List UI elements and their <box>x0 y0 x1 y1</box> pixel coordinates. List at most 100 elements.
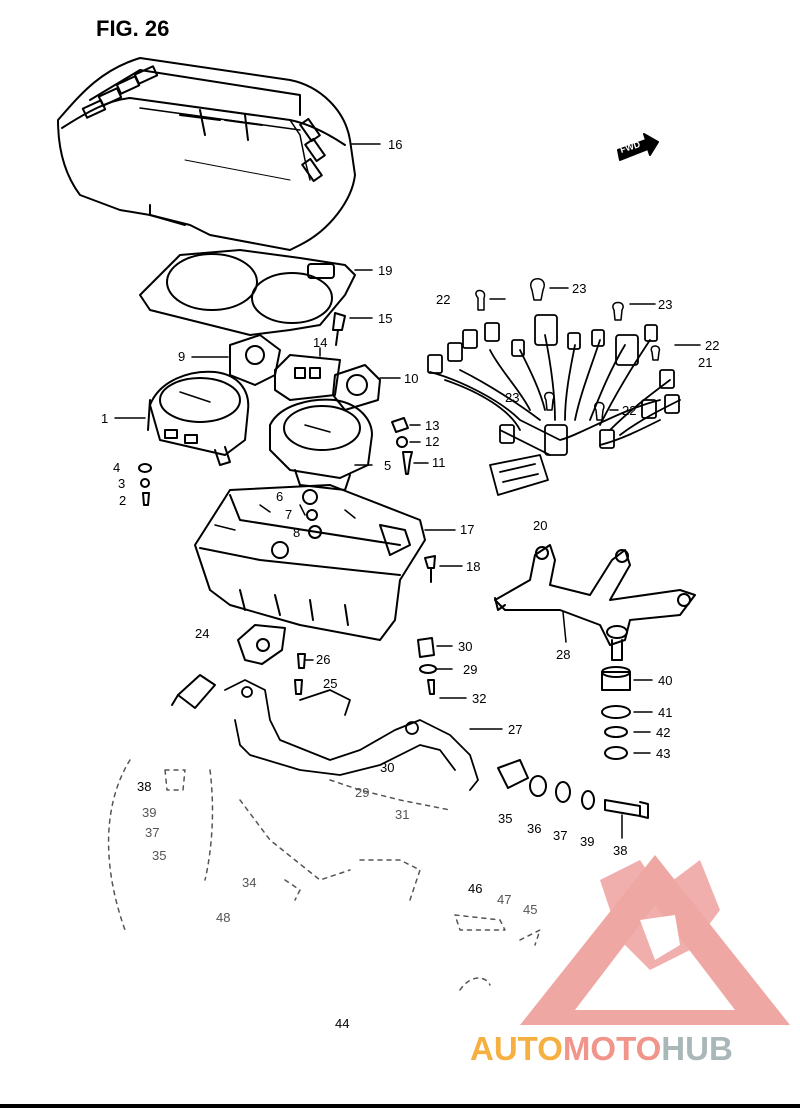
callout-45: 45 <box>523 902 538 917</box>
callout-41: 41 <box>658 705 673 720</box>
part-10-gauge <box>332 364 381 411</box>
callout-11: 11 <box>432 455 446 470</box>
fwd-arrow-icon <box>617 133 659 161</box>
bottom-border <box>0 1104 800 1108</box>
callout-7: 7 <box>285 507 293 522</box>
callout-4: 4 <box>113 460 121 475</box>
callout-27: 27 <box>508 722 523 737</box>
callout-38a: 38 <box>137 779 152 794</box>
callout-39b: 39 <box>580 834 595 849</box>
callout-39a: 39 <box>142 805 157 820</box>
part-28-mounting-bracket <box>494 544 696 661</box>
callout-22a: 22 <box>436 292 451 307</box>
callout-25: 25 <box>323 676 338 691</box>
callout-23a: 23 <box>572 281 587 296</box>
part-3-nut <box>140 478 150 488</box>
watermark-part-auto: AUTO <box>470 1030 563 1067</box>
callout-22b: 22 <box>705 338 720 353</box>
callout-18: 18 <box>466 559 481 574</box>
wiring-harness <box>427 314 681 496</box>
part-19-gasket <box>139 249 356 336</box>
callout-1: 1 <box>101 411 109 426</box>
callout-36: 36 <box>527 821 542 836</box>
connector-plug <box>171 674 216 709</box>
part-26-screw <box>297 653 306 669</box>
part-2-screw <box>142 492 150 506</box>
part-30-grommet <box>417 637 435 658</box>
page-number: 44 <box>335 1016 350 1031</box>
callout-15: 15 <box>378 311 393 326</box>
callout-22c: 22 <box>622 403 637 418</box>
callout-17: 17 <box>460 522 475 537</box>
watermark-part-hub: HUB <box>661 1030 733 1067</box>
part-1-speedometer <box>147 370 250 466</box>
part-32-bolt <box>427 679 435 695</box>
part-41-collar <box>601 705 631 719</box>
part-43-nut <box>604 746 628 760</box>
callout-28: 28 <box>556 647 571 662</box>
watermark-logo-icon <box>520 855 790 1025</box>
callout-37b: 37 <box>553 828 568 843</box>
part-9-bracket <box>229 334 281 386</box>
part-42-washer <box>604 726 628 738</box>
part-4-washer <box>138 463 152 473</box>
callout-30b: 30 <box>380 760 395 775</box>
callout-13: 13 <box>425 418 440 433</box>
part-25-bracket <box>294 679 303 695</box>
callout-19: 19 <box>378 263 393 278</box>
callout-38b: 38 <box>613 843 628 858</box>
callout-10: 10 <box>404 371 419 386</box>
callout-2: 2 <box>119 493 127 508</box>
callout-24: 24 <box>195 626 210 641</box>
part-29-collar <box>419 664 437 674</box>
faint-assembly-left <box>107 759 541 991</box>
callout-5: 5 <box>384 458 392 473</box>
part-15-screw <box>332 312 346 346</box>
callout-26: 26 <box>316 652 331 667</box>
callout-47: 47 <box>497 892 512 907</box>
part-11-bolt <box>402 451 413 475</box>
callout-40: 40 <box>658 673 673 688</box>
part-14-indicator-unit <box>274 354 341 401</box>
part-40-damper <box>601 666 631 691</box>
part-36-collar <box>529 775 547 797</box>
callout-46: 46 <box>468 881 483 896</box>
callout-20: 20 <box>533 518 548 533</box>
callout-30a: 30 <box>458 639 473 654</box>
callout-3: 3 <box>118 476 126 491</box>
figure-title: FIG. 26 <box>96 16 170 41</box>
part-5-tachometer <box>269 398 373 491</box>
part-39-washer <box>581 790 595 810</box>
part-37-washer <box>555 781 571 803</box>
callout-29b: 29 <box>355 785 370 800</box>
part-7-washer <box>306 509 318 521</box>
part-38-bolt <box>604 799 649 819</box>
callout-37a: 37 <box>145 825 160 840</box>
callout-9: 9 <box>178 349 186 364</box>
callout-12: 12 <box>425 434 440 449</box>
callout-8: 8 <box>293 525 301 540</box>
callout-42: 42 <box>656 725 671 740</box>
part-17-lower-case <box>194 484 426 641</box>
callout-21: 21 <box>698 355 713 370</box>
callout-6: 6 <box>276 489 284 504</box>
part-6-grommet <box>302 489 318 505</box>
callout-43: 43 <box>656 746 671 761</box>
callout-23c: 23 <box>505 390 520 405</box>
callout-16: 16 <box>388 137 403 152</box>
callout-29a: 29 <box>463 662 478 677</box>
callout-35a: 35 <box>152 848 167 863</box>
part-13-grommet <box>391 417 409 433</box>
part-35-rubber <box>497 759 529 789</box>
watermark-text: AUTOMOTOHUB <box>470 1030 733 1068</box>
callout-14: 14 <box>313 335 328 350</box>
part-18-screw <box>424 555 436 583</box>
bulb-icons <box>475 278 661 421</box>
callout-48: 48 <box>216 910 231 925</box>
part-12-nut <box>396 436 408 448</box>
callout-23b: 23 <box>658 297 673 312</box>
watermark-part-moto: MOTO <box>562 1030 662 1067</box>
part-24-sensor <box>237 624 286 665</box>
